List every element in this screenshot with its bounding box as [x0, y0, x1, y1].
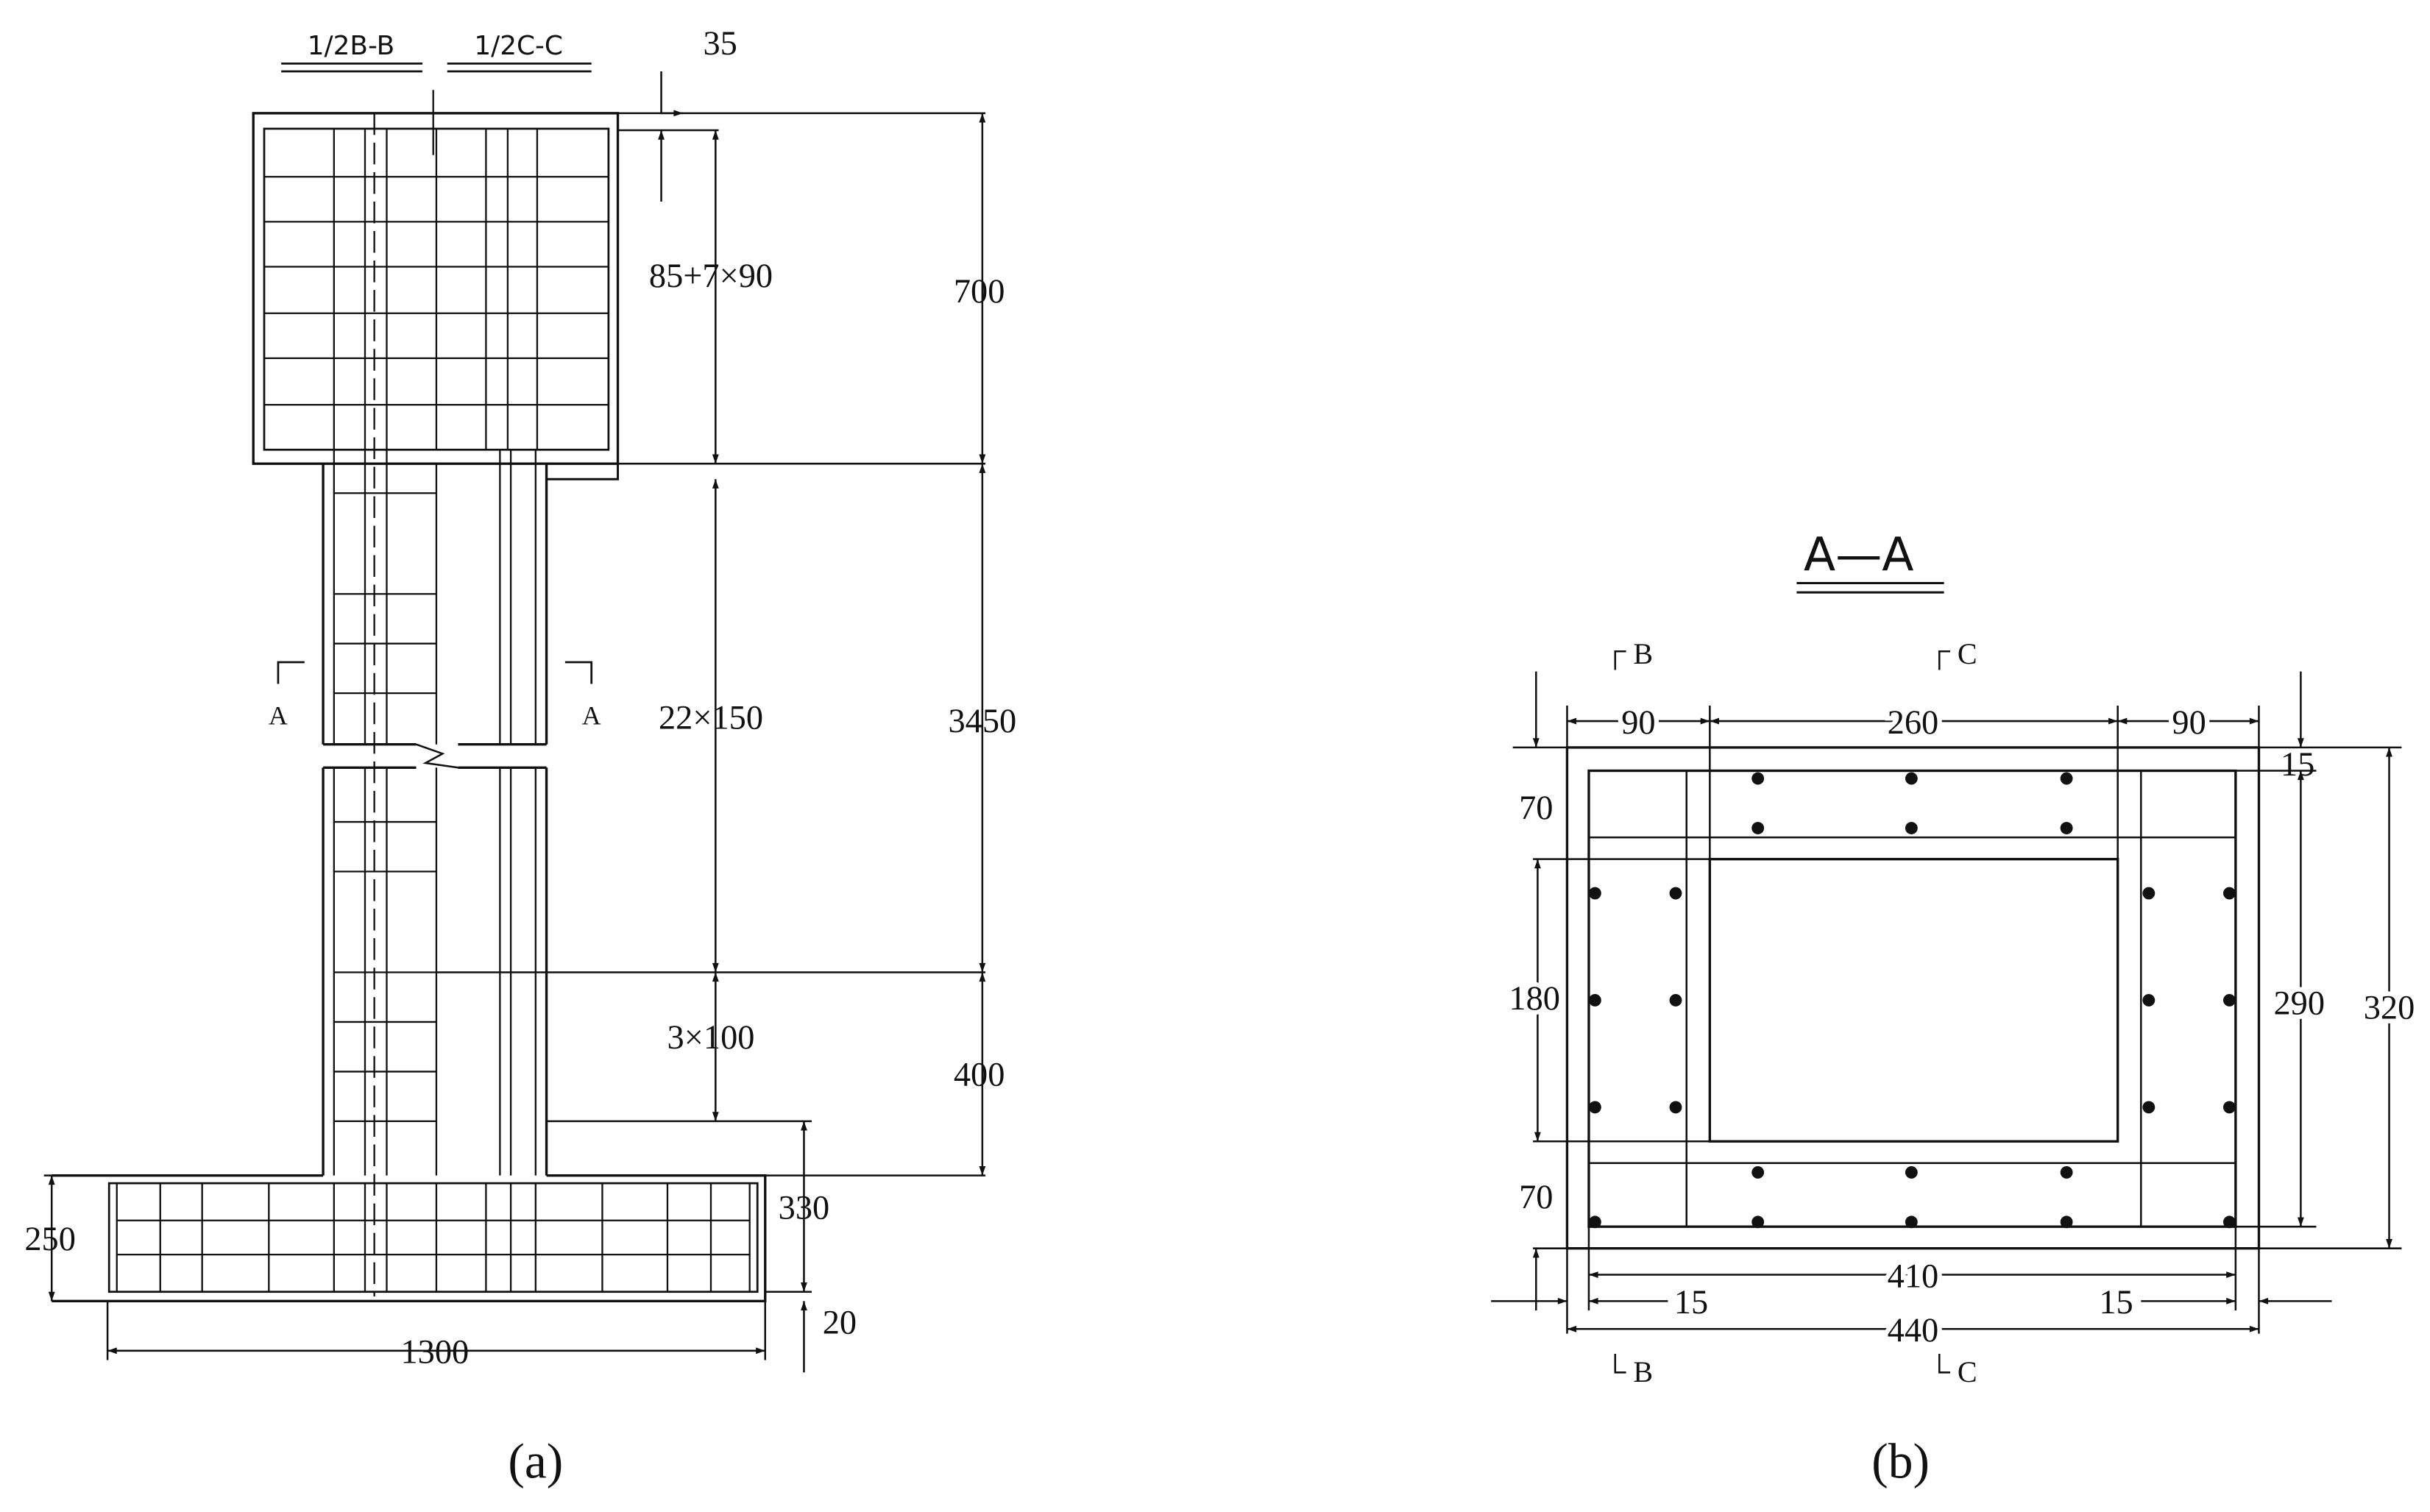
- dim-footing-offset: 330: [779, 1190, 830, 1227]
- column: [322, 464, 620, 1176]
- dim-head-spacing: 85+7×90: [649, 258, 773, 295]
- dim-footing-width: 1300: [400, 1334, 469, 1371]
- dim-column-spacing: 22×150: [659, 700, 763, 737]
- dim-cover-top: 35: [703, 25, 737, 63]
- half-section-underlines: [281, 63, 592, 73]
- half-section-label-c: 1/2C-C: [474, 31, 563, 61]
- section-mark-b-bottom: B: [1633, 1355, 1653, 1388]
- dim-outer-width: 440: [1888, 1312, 1939, 1349]
- dim-footing-cover: 20: [823, 1305, 857, 1342]
- footing-reinforcement: [116, 1183, 751, 1292]
- dim-inner-width: 410: [1888, 1257, 1939, 1295]
- head-vertical-bars: [333, 128, 539, 450]
- dim-inner-height: 290: [2274, 984, 2325, 1022]
- specimen-elevation: A A 1/2B-B 1/2C-C: [24, 25, 1016, 1489]
- dim-right-cover: 15: [2099, 1284, 2133, 1321]
- dimension-lines: [48, 71, 986, 1373]
- half-section-label-b: 1/2B-B: [308, 31, 394, 61]
- cross-section-a-a: A—A: [1491, 528, 2420, 1489]
- dim-head-height: 700: [954, 273, 1005, 310]
- dim-middle-width: 260: [1888, 704, 1939, 742]
- dim-bottom-band: 70: [1519, 1179, 1553, 1216]
- dim-left-cover: 15: [1674, 1284, 1708, 1321]
- dim-column-height: 3450: [948, 703, 1016, 740]
- column-stirrups: [333, 492, 436, 1123]
- rebar-dots: [1588, 772, 2236, 1229]
- dim-footing-height: 250: [24, 1221, 76, 1258]
- footing-block: [52, 1174, 767, 1303]
- dim-right-width: 90: [2172, 704, 2206, 742]
- caption-b: (b): [1871, 1434, 1930, 1489]
- section-mark-b-top: B: [1633, 637, 1653, 670]
- section-title-underline: [1796, 582, 1944, 594]
- dim-base-height: 400: [954, 1056, 1005, 1093]
- section-cut-label-right: A: [582, 700, 601, 730]
- section-cut-marks: [277, 661, 593, 684]
- dim-void-height: 180: [1509, 980, 1560, 1018]
- stirrup-lines: [1588, 770, 2236, 1227]
- section-dimension-lines: [1491, 671, 2392, 1332]
- section-mark-lines: [1614, 650, 1951, 1374]
- section-extension-lines: [1512, 706, 2402, 1334]
- center-line: [373, 90, 434, 1297]
- section-title: A—A: [1804, 528, 1914, 582]
- dim-outer-height: 320: [2364, 990, 2415, 1027]
- section-mark-c-top: C: [1958, 637, 1977, 670]
- section-cut-label-left: A: [269, 700, 288, 730]
- dim-top-cover: 15: [2281, 746, 2314, 784]
- extension-lines: [43, 112, 986, 1360]
- section-mark-c-bottom: C: [1958, 1355, 1977, 1388]
- caption-a: (a): [508, 1434, 563, 1489]
- dim-top-band: 70: [1519, 789, 1553, 827]
- column-longitudinal-bars: [333, 450, 536, 1176]
- dim-base-spacing: 3×100: [667, 1019, 755, 1057]
- dim-left-width: 90: [1621, 704, 1655, 742]
